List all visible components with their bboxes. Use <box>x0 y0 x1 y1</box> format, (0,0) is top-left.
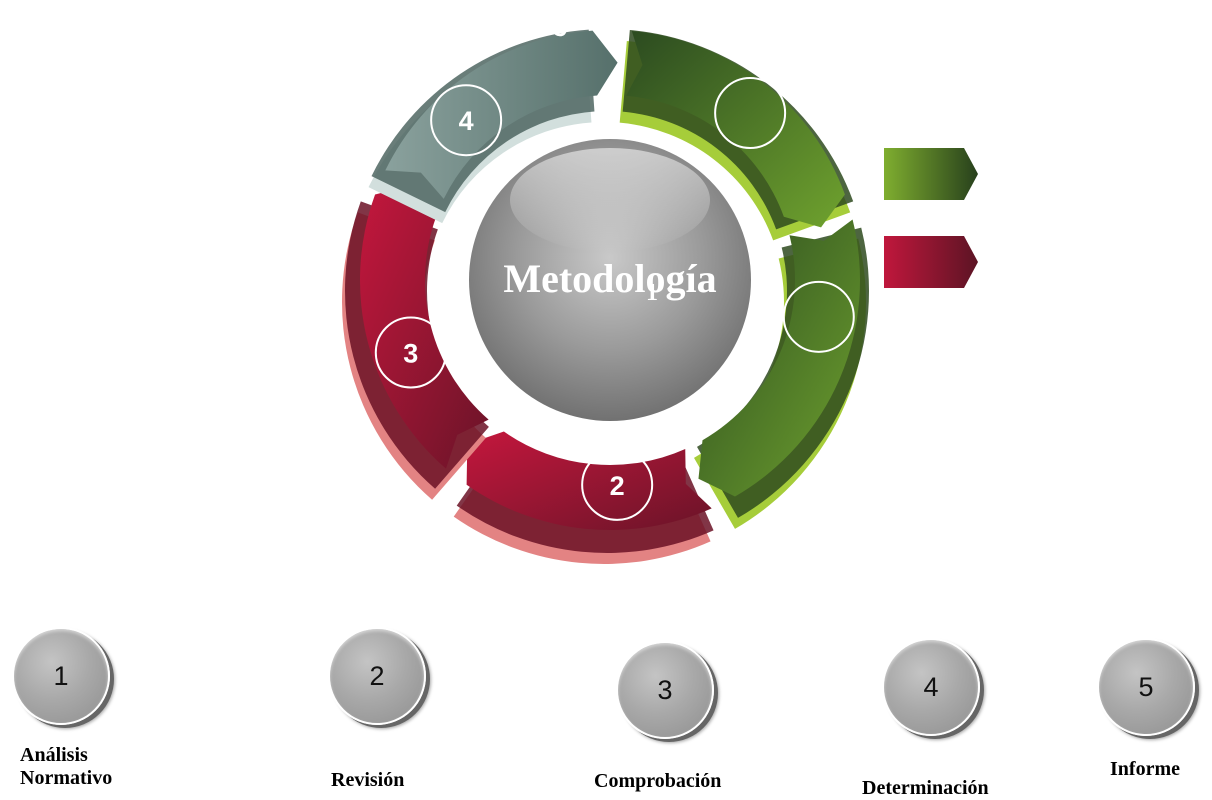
ring-marker-2: 2 <box>581 448 654 521</box>
ring-marker-green-upper-ring <box>714 77 787 150</box>
step-2-disc: 2 <box>328 627 426 725</box>
segment-red-bottom-face <box>466 431 712 530</box>
step-2-label: Revisión <box>331 769 405 791</box>
ring-number-5: 5 <box>553 12 567 42</box>
step-5-number: 5 <box>1138 671 1154 702</box>
center-stray-digit: 1 <box>646 280 658 306</box>
step-5-label: Informe <box>1110 758 1180 780</box>
segment-red-left <box>342 184 489 500</box>
step-3-label: Comprobación <box>594 770 722 792</box>
ring-marker-4-ring <box>430 84 503 157</box>
legend-arrow-green <box>884 148 978 200</box>
ring-marker-green-lower <box>782 280 855 353</box>
step-4-disc: 4 <box>882 638 980 736</box>
step-3-number: 3 <box>657 674 673 705</box>
ring-marker-green-lower-ring <box>782 280 855 353</box>
segment-red-left-face <box>359 184 489 469</box>
segment-green-lower-face <box>698 219 860 497</box>
sphere-highlight <box>510 148 710 252</box>
segment-green-lower <box>694 219 869 529</box>
segment-red-bottom <box>453 431 714 564</box>
step-1-number: 1 <box>53 660 69 691</box>
ring-marker-3-number: 3 <box>403 339 418 369</box>
ring-marker-2-ring <box>581 448 654 521</box>
center-title: Metodología <box>503 256 716 301</box>
step-5-disc: 5 <box>1097 638 1195 736</box>
step-3-disc: 3 <box>616 641 714 739</box>
legend-arrow-red <box>884 236 978 288</box>
step-4-number: 4 <box>923 671 939 702</box>
step-2-number: 2 <box>369 660 385 691</box>
ring-marker-4: 4 <box>430 84 503 157</box>
ring-marker-4-number: 4 <box>459 106 474 136</box>
ring-marker-green-upper <box>714 77 787 150</box>
step-1-disc: 1 <box>12 627 110 725</box>
ring-marker-3: 3 <box>374 316 447 389</box>
segment-green-upper <box>619 29 854 241</box>
segment-green-upper-face <box>626 30 845 228</box>
ring-marker-3-ring <box>374 316 447 389</box>
step-4-label: Determinación <box>862 777 989 799</box>
ring-marker-2-number: 2 <box>610 471 625 501</box>
